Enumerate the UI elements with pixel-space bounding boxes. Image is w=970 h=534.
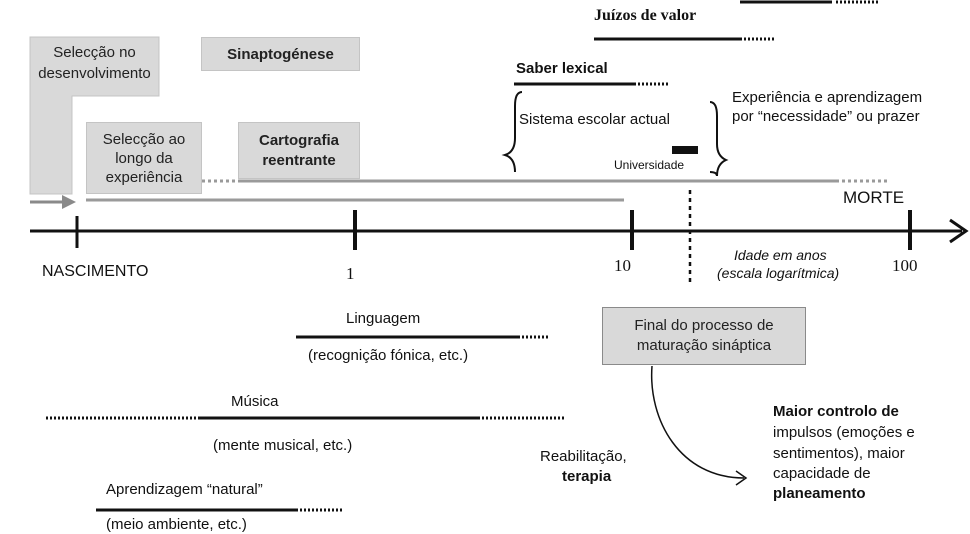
outcome-line5: planeamento [773,485,866,502]
selection-dev-pointer [29,36,160,195]
axis-label-scale: (escala logarítmica) [717,265,840,281]
selection-experience-box: Selecção ao longo da experiência [86,122,202,194]
experience-label-line1: Experiência e aprendizagem [732,89,923,106]
value-judgements-label: Juízos de valor [594,7,697,24]
natural-learning-sub-label: (meio ambiente, etc.) [106,516,247,533]
synaptic-maturation-box: Final do processo de maturação sináptica [602,307,806,365]
experience-label-line2: por “necessidade” ou prazer [732,108,920,125]
school-bracket-left [501,91,523,173]
university-block [672,146,698,154]
tick-10-label: 10 [614,256,631,275]
language-label: Linguagem [346,310,421,327]
university-label: Universidade [614,158,685,172]
axis-label-age: Idade em anos [734,247,827,263]
school-bracket-right [709,101,729,177]
outcome-line3: sentimentos), maior [773,445,905,462]
maturation-curve-arrow [650,365,745,479]
selection-dev-arrowhead [62,195,76,209]
reentrant-mapping-box: Cartografia reentrante [238,122,360,179]
music-sub-label: (mente musical, etc.) [213,437,353,454]
time-axis-arrowhead [949,218,969,244]
outcome-line2: impulsos (emoções e [773,424,915,441]
selection-dev-label: Selecção no desenvolvimento [30,42,159,84]
synaptogenesis-box: Sinaptogénese [201,37,360,71]
rehab-label-line2: terapia [562,468,612,485]
tick-1-label: 1 [346,264,355,283]
lexical-knowledge-label: Saber lexical [516,60,608,77]
reentrant-mapping-text: Cartografia reentrante [258,131,340,169]
natural-learning-label: Aprendizagem “natural” [106,481,263,498]
synaptogenesis-text: Sinaptogénese [227,45,334,63]
tick-100-label: 100 [892,256,918,275]
death-label: MORTE [843,188,905,207]
language-sub-label: (recognição fónica, etc.) [308,347,469,364]
rehab-label-line1: Reabilitação, [540,448,627,465]
music-label: Música [231,393,279,410]
birth-label: NASCIMENTO [42,263,149,280]
synaptic-maturation-text: Final do processo de maturação sináptica [634,317,774,354]
outcome-line1: Maior controlo de [773,403,899,420]
maturation-curve-arrowhead [735,470,748,486]
school-system-label: Sistema escolar actual [519,111,670,128]
outcome-line4: capacidade de [773,465,871,482]
selection-experience-text: Selecção ao longo da experiência [102,130,186,186]
selection-dev-text: Selecção no desenvolvimento [38,44,151,82]
